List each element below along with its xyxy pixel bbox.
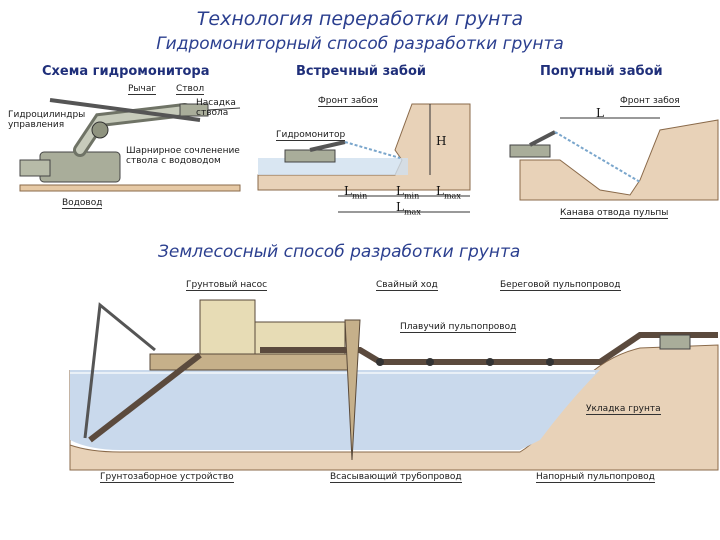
section-monitor-scheme: Схема гидромонитора (42, 64, 210, 79)
label-suction: Всасывающий трубопровод (330, 472, 462, 483)
label-conduit: Водовод (62, 198, 103, 209)
label-pressure: Напорный пульпопровод (536, 472, 655, 483)
label-pile: Свайный ход (376, 280, 438, 291)
label-height: H (436, 134, 447, 148)
label-lmax-1: Lmax (436, 184, 461, 201)
label-lmin-2: Lmin (396, 184, 420, 201)
dredge-drawing (69, 299, 719, 471)
label-shore: Береговой пульпопровод (500, 280, 621, 291)
label-laying: Укладка грунта (586, 404, 661, 415)
label-lmin-1: Lmin (344, 184, 368, 201)
label-lever: Рычаг (128, 84, 157, 95)
label-front-passing: Фронт забоя (620, 96, 680, 107)
label-lmax-2: Lmax (396, 200, 421, 217)
page-title: Технология переработки грунта (196, 8, 524, 30)
label-intake: Грунтозаборное устройство (100, 472, 234, 483)
label-pump: Грунтовый насос (186, 280, 268, 291)
subtitle-dredge: Землесосный способ разработки грунта (158, 242, 521, 262)
label-nozzle: Насадка ствола (196, 98, 236, 118)
label-front-counter: Фронт забоя (318, 96, 378, 107)
label-joint: Шарнирное сочленение ствола с водоводом (126, 146, 240, 166)
subtitle-hydromonitor: Гидромониторный способ разработки грунта (156, 34, 564, 54)
section-passing-face: Попутный забой (540, 64, 663, 79)
label-length: L (596, 106, 604, 120)
passing-face-drawing (509, 117, 719, 201)
section-counter-face: Встречный забой (296, 64, 427, 79)
label-barrel: Ствол (176, 84, 205, 95)
label-cylinders: Гидроцилиндры управления (8, 110, 86, 130)
monitor-scheme-drawing (19, 98, 241, 192)
counter-face-drawing (257, 103, 471, 213)
label-monitor: Гидромонитор (276, 130, 346, 141)
label-canal: Канава отвода пульпы (560, 208, 669, 219)
label-floating: Плавучий пульпопровод (400, 322, 517, 333)
